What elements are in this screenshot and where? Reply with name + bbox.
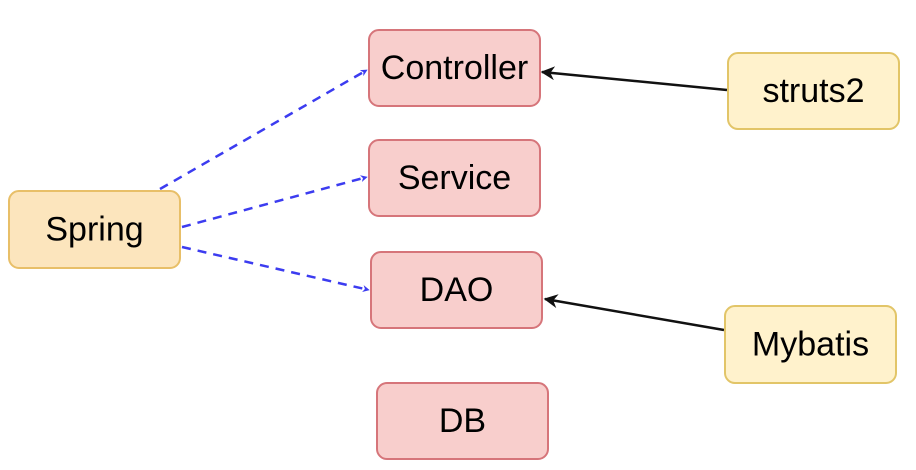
node-struts2: struts2 xyxy=(727,52,900,130)
node-controller-label: Controller xyxy=(381,49,528,87)
edge-spring-to-controller xyxy=(159,68,368,191)
node-service: Service xyxy=(368,139,541,217)
node-dao-box xyxy=(370,251,543,329)
node-dao-label: DAO xyxy=(420,271,494,309)
node-controller: Controller xyxy=(368,29,541,107)
node-spring: Spring xyxy=(8,190,181,269)
edges xyxy=(159,66,728,332)
node-controller-box xyxy=(368,29,541,107)
node-service-box xyxy=(368,139,541,217)
edge-struts2-to-controller xyxy=(540,66,728,92)
node-spring-box xyxy=(8,190,181,269)
node-mybatis-label: Mybatis xyxy=(752,326,869,364)
edge-spring-to-dao xyxy=(181,245,370,292)
node-mybatis: Mybatis xyxy=(724,305,897,384)
node-db-label: DB xyxy=(439,402,486,440)
node-db-box xyxy=(376,382,549,460)
node-mybatis-box xyxy=(724,305,897,384)
edge-mybatis-to-dao xyxy=(543,294,725,332)
node-struts2-box xyxy=(727,52,900,130)
node-dao: DAO xyxy=(370,251,543,329)
edge-spring-to-service xyxy=(181,175,368,229)
node-spring-label: Spring xyxy=(45,211,143,249)
node-service-label: Service xyxy=(398,159,511,197)
node-struts2-label: struts2 xyxy=(762,72,864,110)
node-db: DB xyxy=(376,382,549,460)
